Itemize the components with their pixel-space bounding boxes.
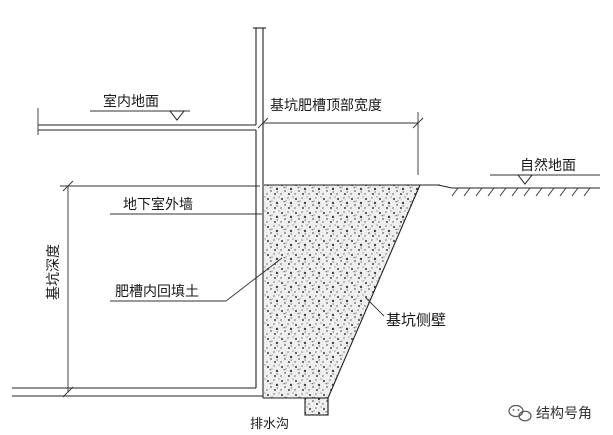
watermark-text: 结构号角 xyxy=(536,406,592,422)
pit-side-wall-annotation: 基坑侧壁 xyxy=(365,297,446,329)
backfill-annotation: 肥槽内回填土 xyxy=(110,257,283,302)
drain-ditch xyxy=(304,397,329,416)
basement-wall-label: 地下室外墙 xyxy=(123,196,193,213)
basement-structure xyxy=(12,27,305,399)
drain-ditch-label: 排水沟 xyxy=(250,417,289,432)
pit-side-wall-outline xyxy=(264,184,600,416)
natural-ground-label: 自然地面 xyxy=(520,157,576,174)
pit-side-wall-label: 基坑侧壁 xyxy=(386,311,446,329)
natural-ground-annotation: 自然地面 xyxy=(490,157,600,185)
wechat-icon xyxy=(508,404,532,422)
backfill-label: 肥槽内回填土 xyxy=(115,284,199,300)
indoor-floor-label: 室内地面 xyxy=(103,93,159,110)
watermark: 结构号角 xyxy=(508,404,592,422)
trench-top-width-label: 基坑肥槽顶部宽度 xyxy=(270,97,382,114)
basement-wall-annotation: 地下室外墙 xyxy=(110,196,262,215)
pit-depth-label: 基坑深度 xyxy=(45,244,62,300)
pit-depth-dimension: 基坑深度 xyxy=(45,180,260,398)
natural-ground-hatch xyxy=(451,187,591,197)
indoor-floor-annotation: 室内地面 xyxy=(37,93,190,135)
backfill-soil-region xyxy=(264,185,420,398)
trench-top-width-dimension: 基坑肥槽顶部宽度 xyxy=(257,97,424,175)
